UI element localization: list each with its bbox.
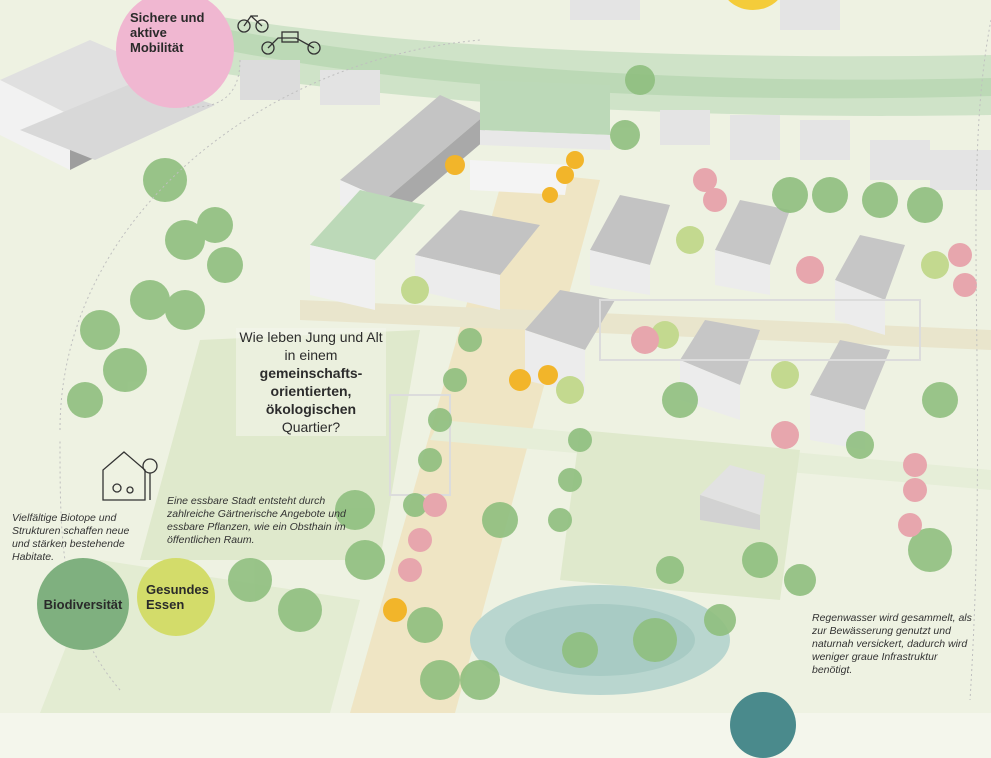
cargo-bike-icon <box>261 31 321 55</box>
question-bold2: orientierten, <box>270 383 352 399</box>
new-buildings <box>310 80 905 530</box>
river <box>225 30 991 99</box>
food-city-note: Eine essbare Stadt entsteht durch zahlre… <box>167 495 346 546</box>
food-bubble: Gesundes Essen <box>137 558 215 636</box>
trees-pink <box>398 168 977 582</box>
trees-green <box>67 65 958 700</box>
existing-buildings-right <box>570 0 991 190</box>
question-line2: Quartier? <box>281 419 341 435</box>
house-family-icon <box>102 451 158 501</box>
water-circle <box>730 692 796 758</box>
central-question: Wie leben Jung und Alt in einem gemeinsc… <box>236 328 386 436</box>
food-label: Gesundes Essen <box>146 582 209 612</box>
cross-path <box>300 300 991 350</box>
mobility-bubble: Sichere und aktive Mobilität <box>116 0 234 108</box>
question-bold1: gemeinschafts- <box>259 365 363 381</box>
mobility-label: Sichere und aktive Mobilität <box>130 10 205 55</box>
biodiversity-label: Biodiversität <box>43 596 123 612</box>
question-line1: Wie leben Jung und Alt in einem <box>239 329 383 363</box>
trees-light <box>401 226 949 404</box>
bicycle-icon <box>237 15 269 33</box>
rainwater-note: Regenwasser wird gesammelt, als zur Bewä… <box>812 612 972 676</box>
accent-circle <box>722 0 784 10</box>
trees-yellow <box>383 151 584 622</box>
biodiversity-bubble: Biodiversität <box>37 558 129 650</box>
biotope-note: Vielfältige Biotope und Strukturen schaf… <box>12 512 130 563</box>
question-bold3: ökologischen <box>265 401 357 417</box>
